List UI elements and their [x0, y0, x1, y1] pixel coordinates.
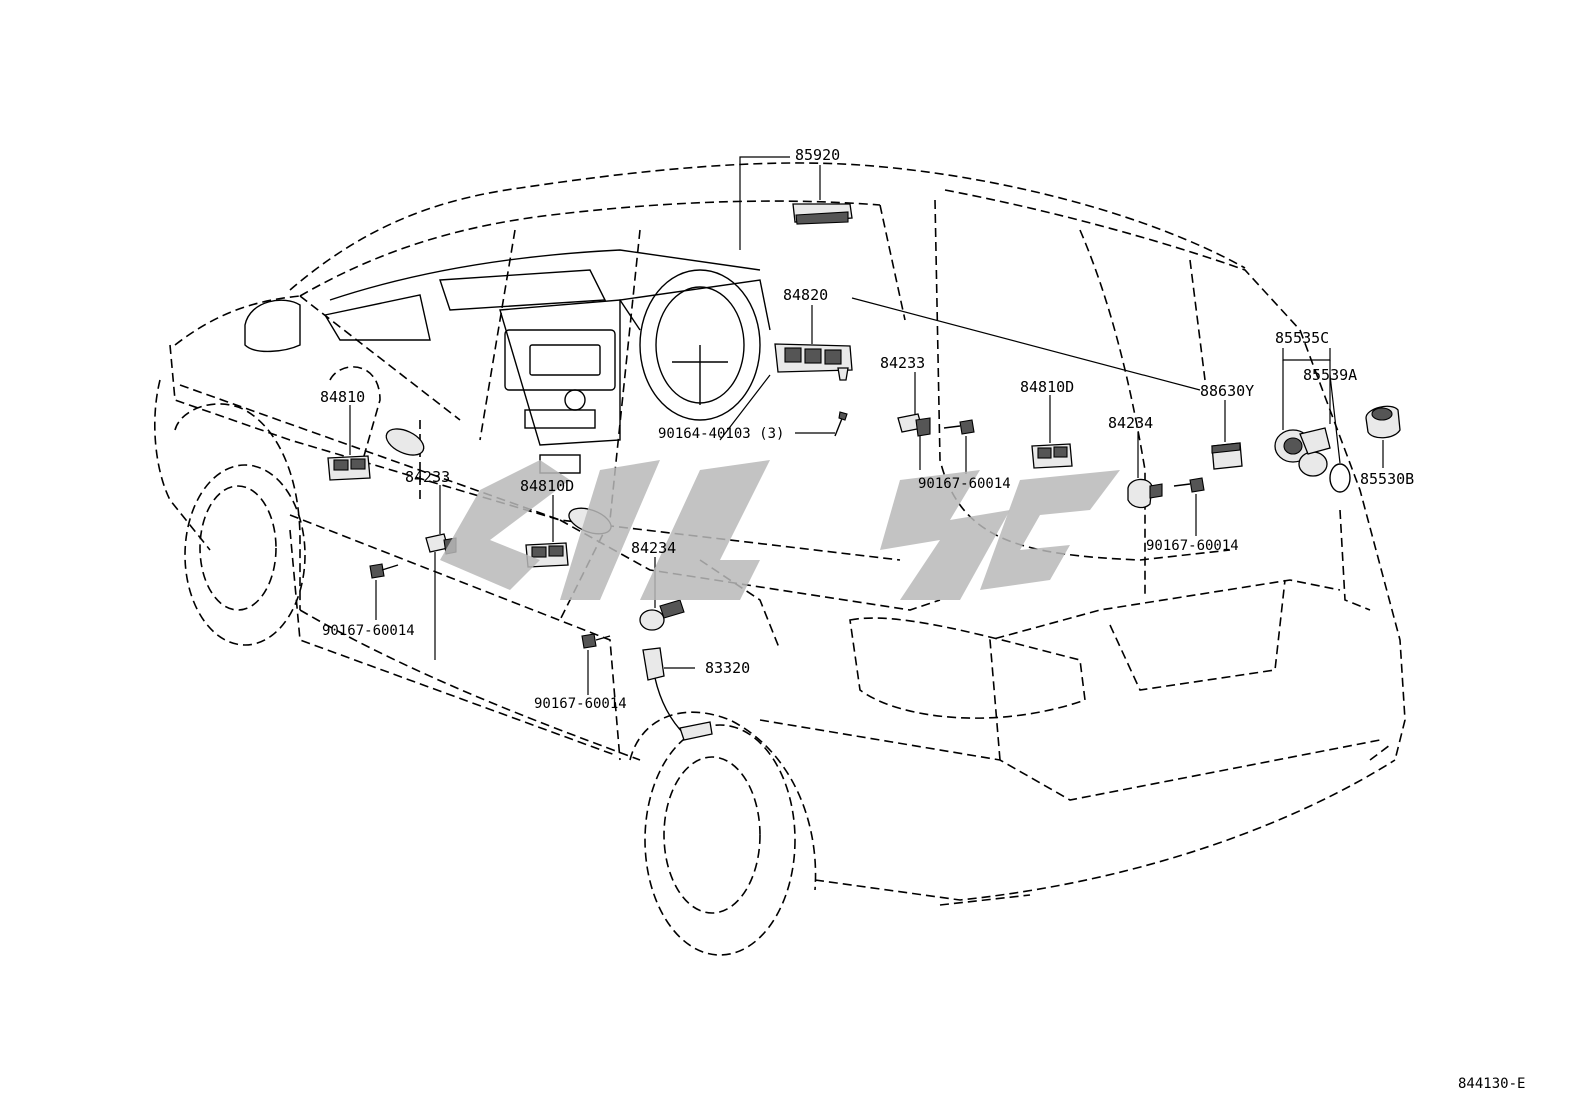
leader-lines: [349, 156, 1384, 695]
part-84810D-right-icon: [1031, 443, 1073, 469]
label-84810[interactable]: 84810: [320, 388, 365, 406]
part-84234-center-icon: [639, 599, 685, 631]
part-88630Y-icon: [1211, 442, 1243, 470]
label-85530B[interactable]: 85530B: [1360, 470, 1414, 488]
label-83320[interactable]: 83320: [705, 659, 750, 677]
part-85920-icon: [792, 203, 853, 225]
label-84810D-center[interactable]: 84810D: [520, 477, 574, 495]
part-84810-icon: [327, 455, 371, 481]
label-bolt-d[interactable]: 90167-60014: [1146, 538, 1239, 554]
bolt-c-icon: [943, 419, 975, 435]
label-bolt-a[interactable]: 90167-60014: [322, 623, 415, 639]
label-bolt-c[interactable]: 90167-60014: [918, 476, 1011, 492]
label-88630Y[interactable]: 88630Y: [1200, 382, 1254, 400]
label-bolt-b[interactable]: 90167-60014: [534, 696, 627, 712]
dashboard: [323, 249, 771, 474]
watermark: [440, 460, 1120, 600]
diagram-code: 844130-E: [1458, 1076, 1525, 1092]
label-85539A[interactable]: 85539A: [1303, 366, 1357, 384]
label-84234-right[interactable]: 84234: [1108, 414, 1153, 432]
part-85535C-icon: [1274, 427, 1331, 477]
part-85530B-icon: [1365, 405, 1401, 439]
vehicle-outline: [154, 162, 1406, 956]
label-84810D-right[interactable]: 84810D: [1020, 378, 1074, 396]
label-84820[interactable]: 84820: [783, 286, 828, 304]
part-84820-icon: [774, 343, 853, 381]
part-labels: 85920 84820 84233 84810 84810D 84234 886…: [320, 146, 1525, 1092]
part-83320-icon: [642, 647, 713, 741]
part-84233-right-icon: [897, 413, 931, 437]
bolt-a-icon: [369, 563, 399, 579]
label-84233-right[interactable]: 84233: [880, 354, 925, 372]
screw-90164-icon: [834, 411, 848, 437]
bolt-b-icon: [581, 633, 611, 649]
label-84233-left[interactable]: 84233: [405, 468, 450, 486]
label-90164[interactable]: 90164-40103 (3): [658, 426, 784, 442]
part-85539A-icon: [1329, 463, 1351, 493]
label-84234-center[interactable]: 84234: [631, 539, 676, 557]
bolt-d-icon: [1173, 477, 1205, 493]
label-85535C[interactable]: 85535C: [1275, 329, 1329, 347]
part-84234-right-icon: [1127, 478, 1163, 509]
label-85920[interactable]: 85920: [795, 146, 840, 164]
